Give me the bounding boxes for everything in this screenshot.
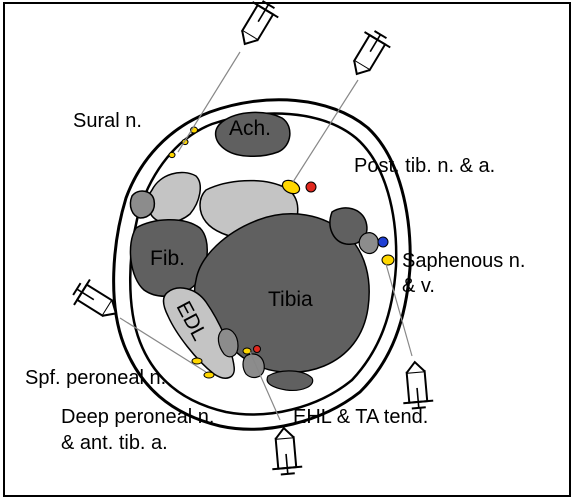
syringe-needle-icon [400, 361, 434, 409]
anterior-tibial-artery [254, 346, 261, 353]
deep-peroneal-label-line2: & ant. tib. a. [61, 432, 168, 454]
superficial-peroneal-nerve [192, 358, 202, 364]
deep-peroneal-nerve [243, 348, 251, 354]
sural-nerve-label: Sural n. [73, 110, 142, 132]
saphenous-vein [378, 237, 388, 247]
saphenous-label-line1: Saphenous n. [402, 250, 525, 272]
post-tibial-label: Post. tib. n. & a. [354, 155, 495, 177]
posterior-tibial-artery [306, 182, 316, 192]
achilles-label: Ach. [229, 117, 271, 140]
fdl-tendon [359, 233, 378, 254]
flexor-tendon-small [130, 191, 154, 218]
ehl-tendon-shape [243, 354, 264, 378]
spf-peroneal-label: Spf. peroneal n. [25, 367, 166, 389]
saphenous-label-line2: & v. [402, 275, 435, 297]
superficial-peroneal-nerve [204, 372, 214, 378]
syringe-needle-icon [269, 427, 303, 475]
syringe-needle-icon [344, 27, 393, 82]
syringe-needle-icon [232, 0, 281, 52]
fibula-label: Fib. [150, 247, 185, 270]
tibia-label: Tibia [268, 288, 313, 311]
deep-peroneal-label-line1: Deep peroneal n. [61, 406, 214, 428]
saphenous-nerve [382, 255, 394, 265]
sural-nerve-dot [169, 152, 175, 157]
ehl-ta-label: EHL & TA tend. [293, 406, 428, 428]
